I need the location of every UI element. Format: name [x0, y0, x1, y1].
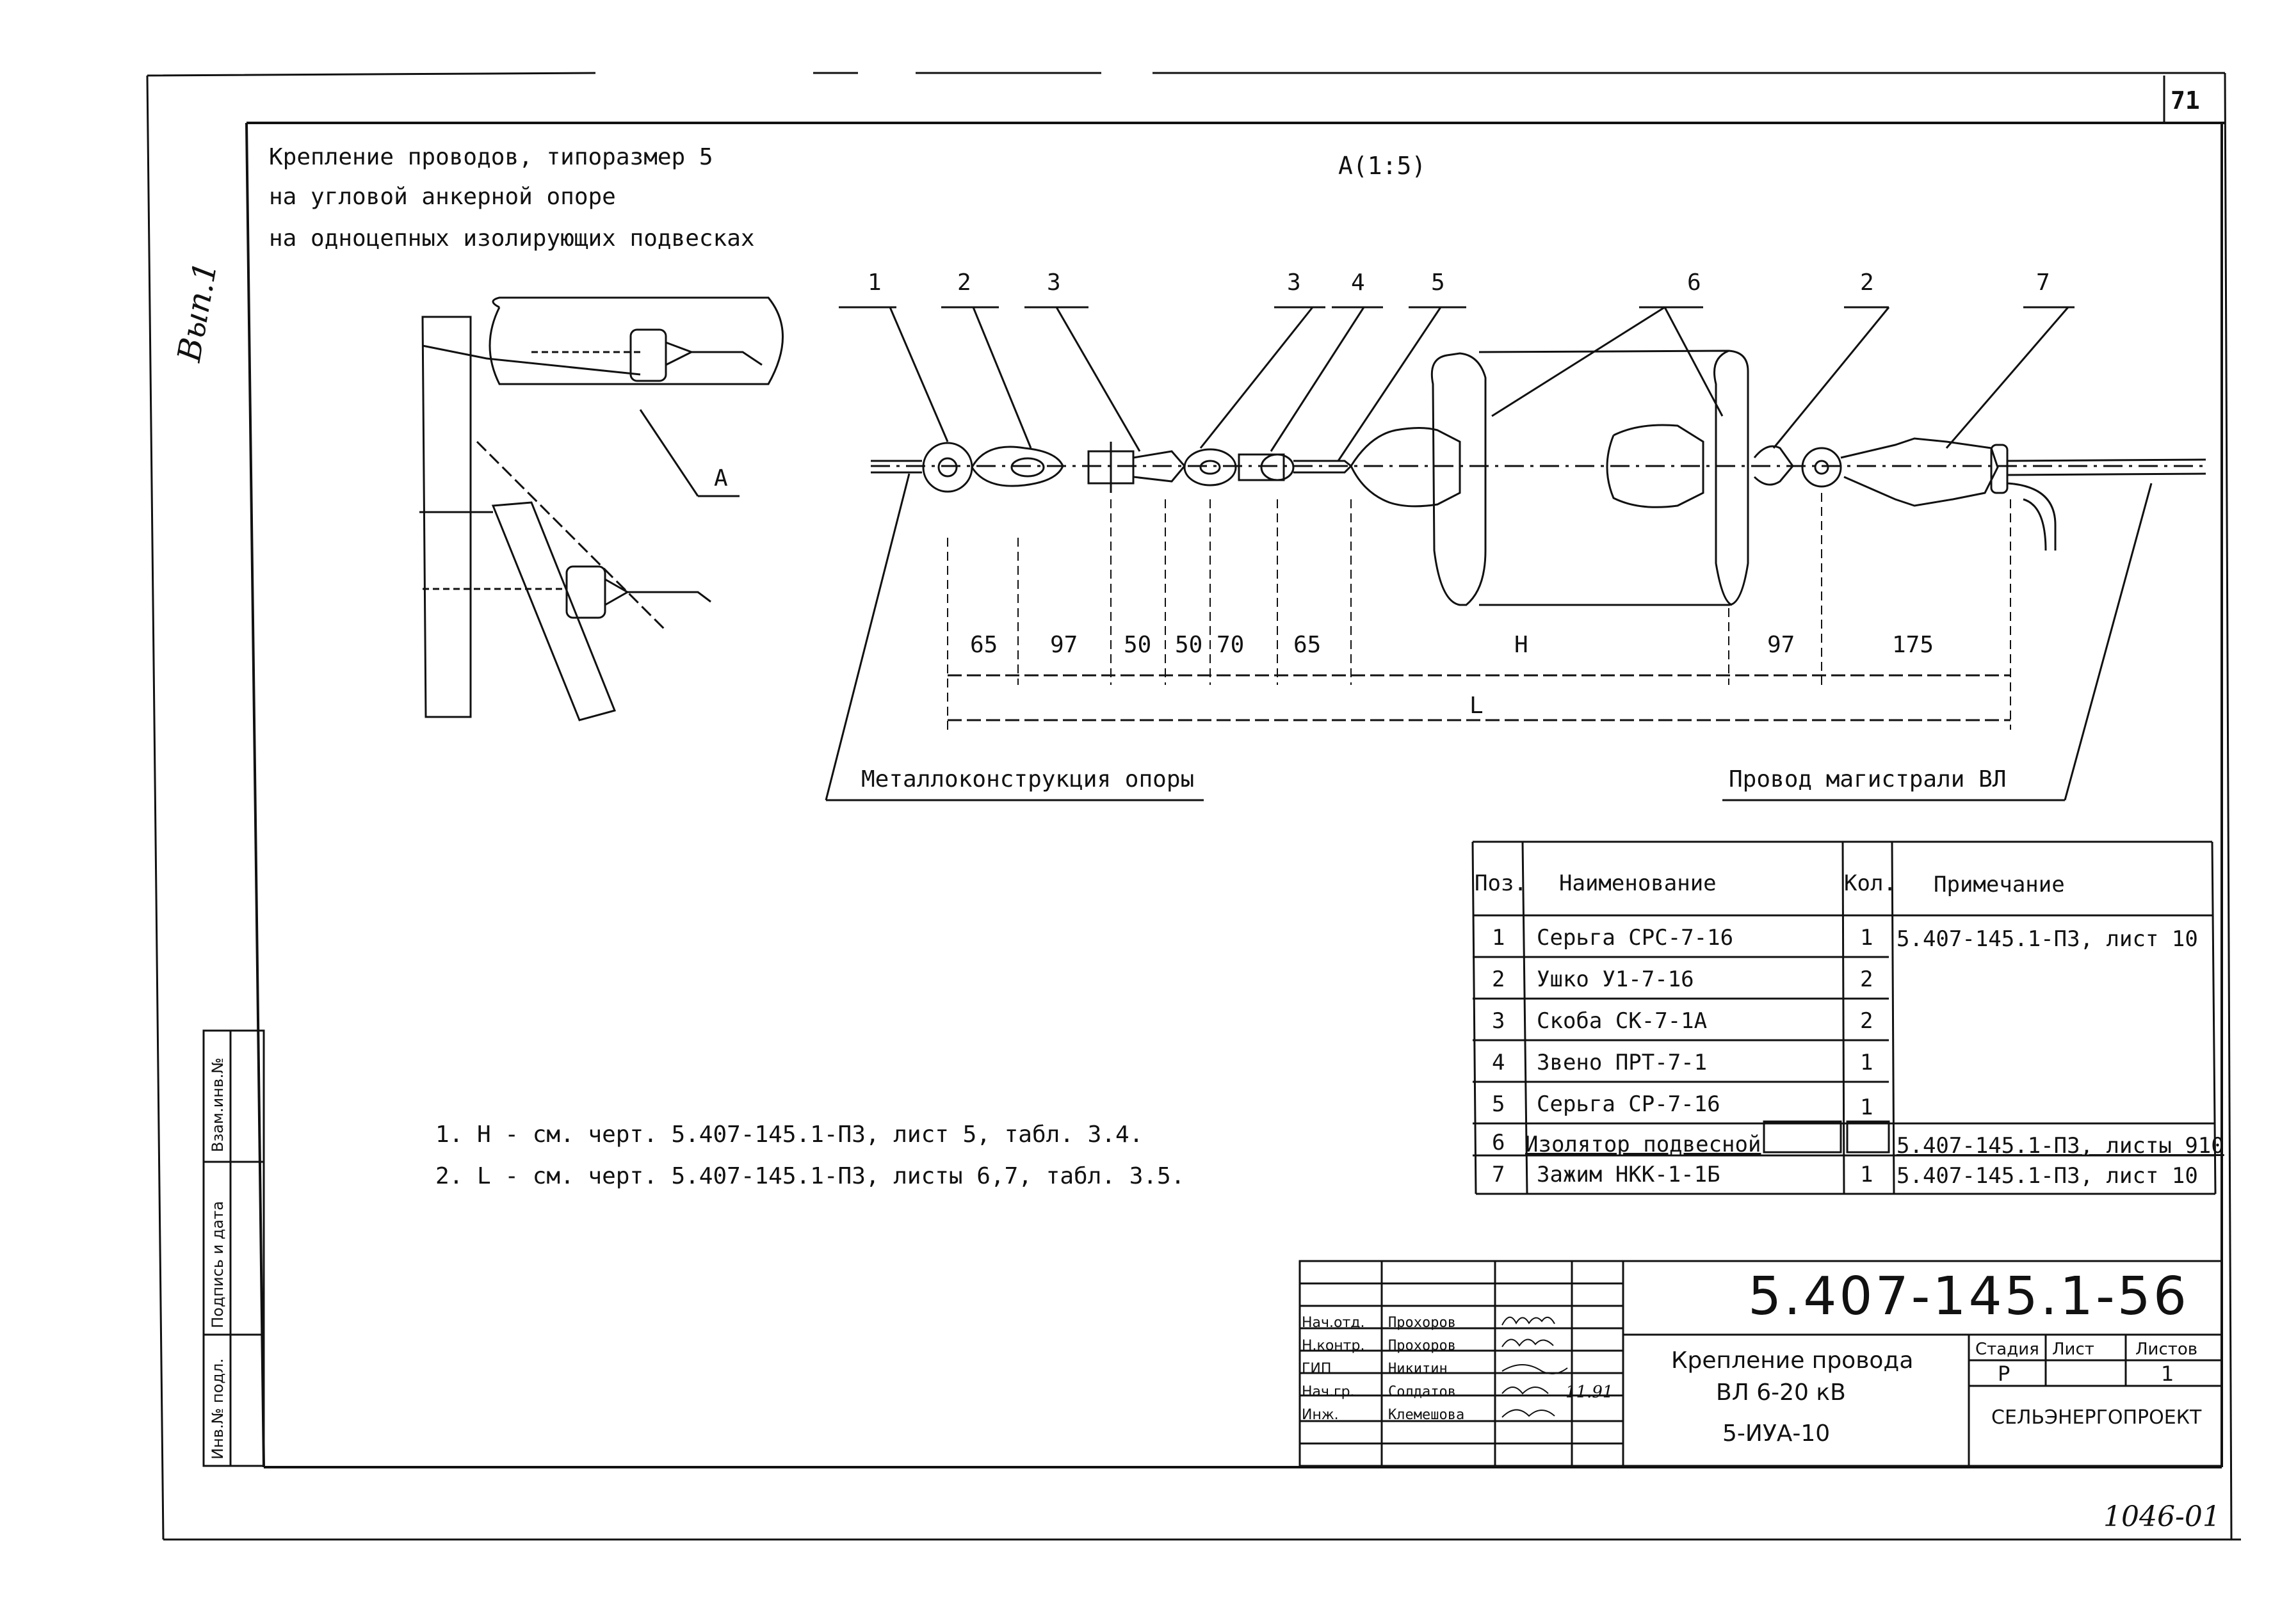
- dim-97a: 97: [1050, 632, 1078, 658]
- title-block-grid: [1298, 1260, 2223, 1467]
- spec-row-1-name: Серьга СРС-7-16: [1537, 925, 1734, 951]
- role-4: Нач.гр.: [1302, 1384, 1355, 1400]
- label-wire: Провод магистрали ВЛ: [1729, 766, 2007, 792]
- callout-1: 1: [868, 269, 882, 296]
- note-1: 1. Н - см. черт. 5.407-145.1-ПЗ, лист 5,…: [435, 1122, 1144, 1148]
- spec-header-note: Примечание: [1934, 872, 2065, 897]
- archive-number: 1046-01: [2103, 1500, 2220, 1533]
- callout-3b: 3: [1287, 269, 1301, 296]
- side-stamp-frame: [202, 1029, 265, 1467]
- callout-7: 7: [2036, 269, 2050, 296]
- spec-row-3-name: Скоба СК-7-1А: [1537, 1008, 1708, 1034]
- spec-row-7-note: 5.407-145.1-ПЗ, лист 10: [1897, 1163, 2198, 1189]
- spec-row-7-pos: 7: [1492, 1162, 1505, 1187]
- pole-overview: [419, 296, 784, 721]
- callout-3: 3: [1047, 269, 1061, 296]
- spec-row-5-name: Серьга СР-7-16: [1537, 1091, 1720, 1117]
- dim-h: Н: [1514, 632, 1528, 658]
- callout-4: 4: [1351, 269, 1365, 296]
- sheets-header: Листов: [2135, 1340, 2198, 1359]
- role-5: Инж.: [1302, 1407, 1339, 1423]
- spec-row-3-pos: 3: [1492, 1008, 1505, 1034]
- name-1: Прохоров: [1388, 1315, 1456, 1331]
- label-support: Металлоконструкция опоры: [861, 766, 1195, 792]
- dim-175: 175: [1892, 632, 1934, 658]
- title-line-2: на угловой анкерной опоре: [269, 184, 616, 210]
- sheet-number: 71: [2171, 86, 2200, 115]
- spec-row-4-name: Звено ПРТ-7-1: [1537, 1050, 1708, 1075]
- spec-row-4-qty: 1: [1860, 1050, 1873, 1075]
- spec-row-2-pos: 2: [1492, 967, 1505, 992]
- dim-l: L: [1469, 693, 1484, 719]
- dim-65b: 65: [1293, 632, 1322, 658]
- name-5: Клемешова: [1388, 1407, 1465, 1423]
- organization: СЕЛЬЭНЕРГОПРОЕКТ: [1991, 1406, 2202, 1429]
- spec-row-6-name: Изолятор подвесной: [1525, 1132, 1761, 1157]
- spec-row-4-pos: 4: [1492, 1050, 1505, 1075]
- spec-row-5-pos: 5: [1492, 1091, 1505, 1117]
- assembly-detail: [825, 306, 2206, 801]
- spec-row-7-qty: 1: [1860, 1162, 1873, 1187]
- stamp-signature-date: Подпись и дата: [209, 1201, 227, 1328]
- spec-row-7-name: Зажим НКК-1-1Б: [1537, 1162, 1720, 1187]
- callout-2: 2: [957, 269, 971, 296]
- date-note: 11.91: [1565, 1383, 1614, 1402]
- title-line-1: Крепление проводов, типоразмер 5: [269, 144, 713, 170]
- dim-97b: 97: [1767, 632, 1795, 658]
- spec-row-1-note: 5.407-145.1-ПЗ, лист 10: [1897, 926, 2198, 952]
- spec-table-grid: [1471, 840, 2217, 1195]
- name-2: Прохоров: [1388, 1338, 1456, 1354]
- signatures: [1501, 1316, 1568, 1418]
- spec-row-6-note: 5.407-145.1-ПЗ, листы 910: [1897, 1133, 2224, 1159]
- dim-50b: 50: [1175, 632, 1203, 658]
- name-4: Солдатов: [1388, 1384, 1456, 1400]
- spec-header-name: Наименование: [1559, 871, 1717, 896]
- description-line-1: Крепление провода: [1671, 1347, 1914, 1374]
- dim-70: 70: [1217, 632, 1245, 658]
- callout-5: 5: [1431, 269, 1445, 296]
- spec-row-1-pos: 1: [1492, 925, 1505, 951]
- doc-code: 5.407-145.1-56: [1748, 1266, 2190, 1327]
- description-line-2: ВЛ 6-20 кВ: [1716, 1379, 1846, 1406]
- spec-row-2-qty: 2: [1860, 967, 1873, 992]
- stamp-inv-number: Инв.№ подл.: [209, 1358, 227, 1459]
- role-1: Нач.отд.: [1302, 1315, 1365, 1331]
- spec-row-1-qty: 1: [1860, 925, 1873, 951]
- title-line-3: на одноцепных изолирующих подвесках: [269, 225, 755, 252]
- name-3: Никитин: [1388, 1361, 1448, 1377]
- sheets-value: 1: [2161, 1362, 2174, 1386]
- spec-row-2-name: Ушко У1-7-16: [1537, 967, 1694, 992]
- spec-header-qty: Кол.: [1844, 871, 1897, 896]
- stamp-replacement-inv: Взам.инв.№: [209, 1057, 227, 1152]
- stage-value: Р: [1998, 1362, 2010, 1386]
- detail-callout: А: [714, 465, 728, 492]
- dim-50a: 50: [1124, 632, 1152, 658]
- callout-6: 6: [1687, 269, 1701, 296]
- note-2: 2. L - см. черт. 5.407-145.1-ПЗ, листы 6…: [435, 1163, 1185, 1189]
- spec-row-5-qty: 1: [1860, 1095, 1873, 1120]
- role-2: Н.контр.: [1302, 1338, 1365, 1354]
- spec-row-3-qty: 2: [1860, 1008, 1873, 1034]
- callout-2b: 2: [1860, 269, 1874, 296]
- spec-header-pos: Поз.: [1475, 871, 1527, 896]
- view-label: А(1:5): [1338, 152, 1427, 180]
- sheet-header: Лист: [2052, 1340, 2094, 1359]
- dim-65a: 65: [970, 632, 998, 658]
- spec-row-6-pos: 6: [1492, 1130, 1505, 1155]
- role-3: ГИП: [1302, 1361, 1332, 1377]
- description-line-3: 5-ИУА-10: [1722, 1420, 1831, 1447]
- stage-header: Стадия: [1975, 1340, 2039, 1359]
